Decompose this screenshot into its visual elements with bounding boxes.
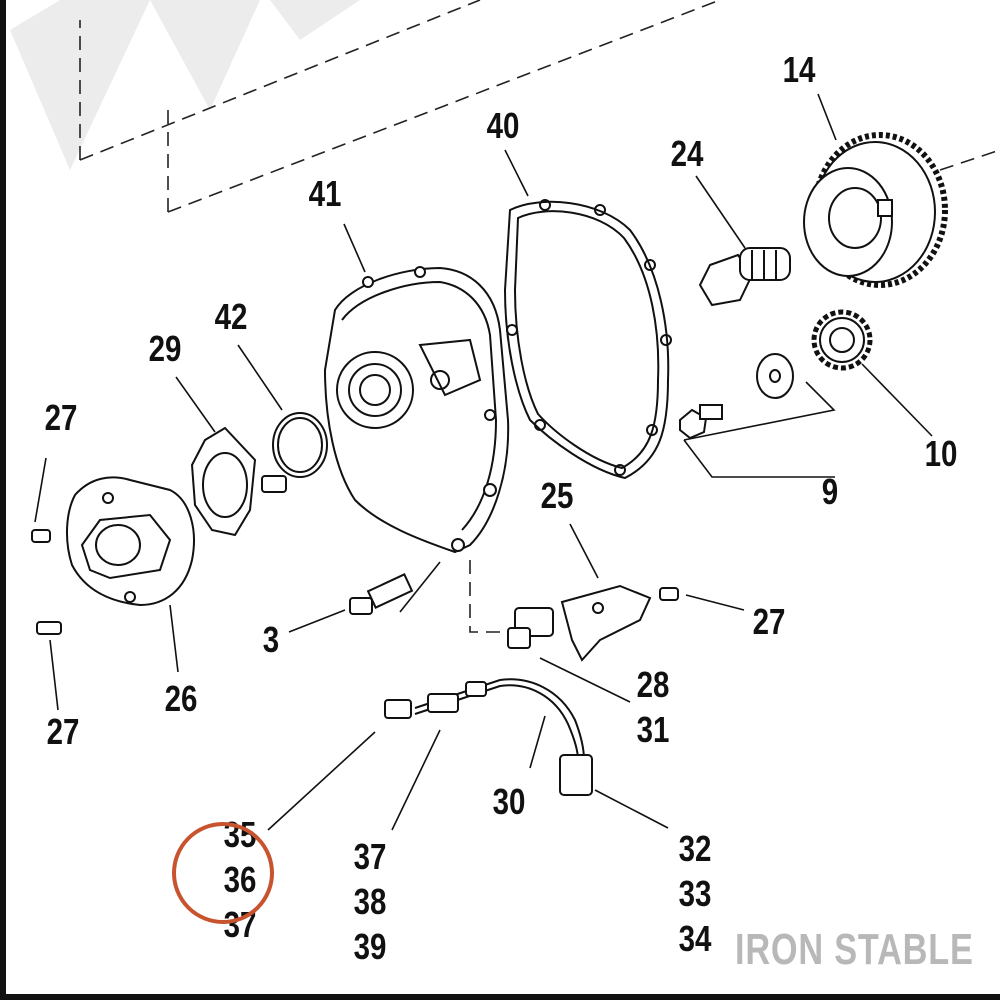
part-28-sensor xyxy=(507,607,554,649)
callout-31: 31 xyxy=(636,709,670,750)
callout-26: 26 xyxy=(164,678,198,719)
callout-32: 32 xyxy=(678,828,712,869)
callout-25: 25 xyxy=(540,475,574,516)
callout-38: 38 xyxy=(353,881,387,922)
background-watermark-shapes xyxy=(10,0,360,170)
part-42-oring xyxy=(272,412,328,478)
part-25-bracket xyxy=(560,584,652,662)
callout-stack-28-31: 28 31 xyxy=(633,662,674,752)
highlight-circle xyxy=(172,822,274,924)
part-24-bolt xyxy=(698,247,791,307)
part-29-sensor-plate xyxy=(190,426,287,537)
part-27-screws xyxy=(31,529,679,635)
callout-27-top-left: 27 xyxy=(44,397,78,438)
part-40-gasket xyxy=(503,199,672,480)
callout-40: 40 xyxy=(486,105,520,146)
part-14-gear xyxy=(803,132,948,288)
callout-10: 10 xyxy=(924,433,958,474)
callout-41: 41 xyxy=(308,173,342,214)
dashed-reference-lines xyxy=(79,0,1000,633)
part-9-washer-bolt xyxy=(679,353,794,440)
callout-stack-32-33-34: 32 33 34 xyxy=(675,826,716,961)
part-3-bolt xyxy=(349,573,414,615)
callout-42: 42 xyxy=(214,296,248,337)
watermark-text: IRON STABLE xyxy=(735,925,974,974)
callout-14: 14 xyxy=(782,49,816,90)
part-10-sprocket xyxy=(811,309,873,371)
callout-24: 24 xyxy=(670,133,704,174)
part-30-harness xyxy=(384,678,593,796)
callout-30: 30 xyxy=(492,781,526,822)
callout-33: 33 xyxy=(678,873,712,914)
callout-3: 3 xyxy=(262,619,280,660)
callout-27-right: 27 xyxy=(752,601,786,642)
part-41-cover xyxy=(323,266,510,554)
callout-27-bottom-left: 27 xyxy=(46,711,80,752)
leader-lines xyxy=(34,93,933,831)
part-26-outer-cover xyxy=(65,476,195,607)
callout-9: 9 xyxy=(821,471,839,512)
callout-29: 29 xyxy=(148,328,182,369)
callout-34: 34 xyxy=(678,918,712,959)
callout-37: 37 xyxy=(353,836,387,877)
callout-39: 39 xyxy=(353,926,387,967)
callout-28: 28 xyxy=(636,664,670,705)
callout-stack-37-38-39: 37 38 39 xyxy=(350,834,391,969)
